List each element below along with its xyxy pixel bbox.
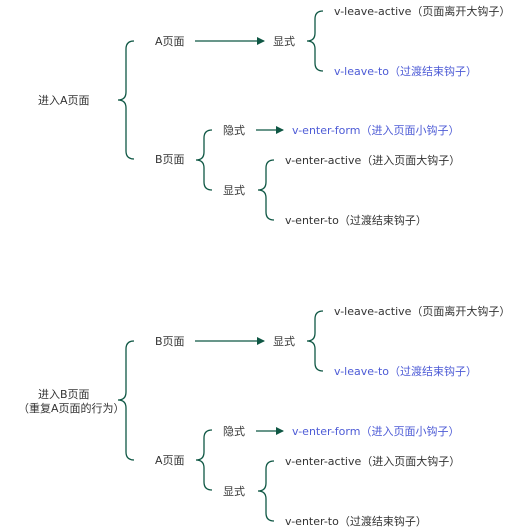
brace-block1-root: [117, 40, 135, 160]
node-b2-shown: 显式: [273, 335, 295, 348]
node-a-enter-form: v-enter-form（进入页面小钩子）: [292, 424, 459, 438]
node-b-leave-active: v-leave-active（页面离开大钩子）: [334, 304, 510, 318]
node-b-enter-form: v-enter-form（进入页面小钩子）: [292, 123, 459, 137]
node-page-a: A页面: [155, 35, 185, 48]
node-b-enter-active: v-enter-active（进入页面大钩子）: [285, 153, 460, 167]
node-a-enter-active: v-enter-active（进入页面大钩子）: [285, 454, 460, 468]
node-page-b: B页面: [155, 153, 185, 166]
root-node-enter-b: 进入B页面: [38, 388, 90, 401]
root-node-enter-a: 进入A页面: [38, 94, 90, 107]
node-b-enter-to: v-enter-to（过渡结束钩子）: [285, 213, 427, 227]
node-b-hidden: 隐式: [223, 124, 245, 137]
root-node-enter-b-note: （重复A页面的行为）: [18, 401, 125, 415]
node-a-page: A页面: [155, 454, 185, 467]
node-b-leave-to: v-leave-to（过渡结束钩子）: [334, 364, 477, 378]
node-a2-hidden: 隐式: [223, 425, 245, 438]
brace-b-shown: [257, 159, 275, 221]
brace-a-page: [195, 429, 213, 491]
node-b-shown: 显式: [223, 184, 245, 197]
brace-b2-shown: [306, 310, 324, 372]
node-a-enter-to: v-enter-to（过渡结束钩子）: [285, 514, 427, 528]
brace-page-b: [195, 129, 213, 191]
node-a-shown: 显式: [273, 35, 295, 48]
node-a-leave-active: v-leave-active（页面离开大钩子）: [334, 4, 510, 18]
node-a2-shown: 显式: [223, 485, 245, 498]
node-a-leave-to: v-leave-to（过渡结束钩子）: [334, 64, 477, 78]
brace-block2-root: [117, 340, 135, 461]
brace-a-shown: [306, 10, 324, 72]
node-b-page: B页面: [155, 335, 185, 348]
brace-a2-shown: [257, 460, 275, 522]
